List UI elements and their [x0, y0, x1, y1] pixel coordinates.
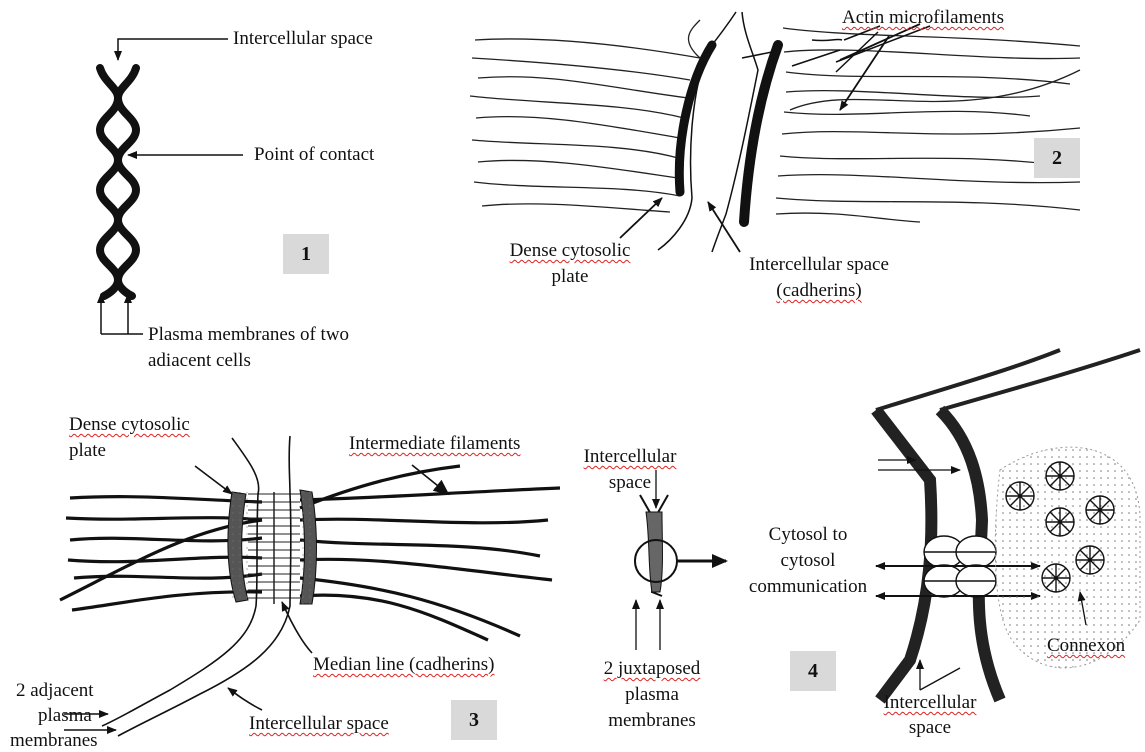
panel2-dense-plate-label-line2: plate [490, 266, 650, 288]
panel3-dense-plate-label-line2: plate [69, 440, 106, 462]
panel2-actin-text: Actin microfilaments [842, 7, 1004, 28]
panel4-intercellular-top-line1: Intercellular [575, 446, 685, 468]
panel3-adjacent-label-line2: plasma [38, 705, 92, 727]
panel3-dense-plate-text: Dense cytosolic [69, 414, 190, 435]
panel1-intercellular-space-label: Intercellular space [233, 28, 373, 50]
panel2-intercellular-label-line1: Intercellular space [724, 254, 914, 276]
panel2-adherens-junction [470, 12, 1080, 252]
panel3-membranes [102, 436, 291, 736]
panel4-intercellular-bottom-line1: Intercellular [870, 692, 990, 714]
panel2-actin-label: Actin microfilaments [842, 7, 1004, 29]
panel4-small-junction [635, 470, 726, 650]
panel4-juxtaposed-line1: 2 juxtaposed [582, 658, 722, 680]
panel3-cadherin-lines [248, 492, 300, 604]
panel3-desmosome [60, 436, 560, 736]
panel4-cytosol-line1: Cytosol to [738, 524, 878, 546]
panel4-intercellular-top-text: Intercellular [584, 446, 677, 467]
panel3-number-badge: 3 [451, 700, 497, 740]
panel4-juxtaposed-line2: plasma [582, 684, 722, 706]
panel3-dense-plate-label-line1: Dense cytosolic [69, 414, 190, 436]
panel4-number-badge: 4 [790, 651, 836, 691]
panel4-cytosol-line3: communication [738, 576, 878, 598]
panel3-intermediate-filaments-label: Intermediate filaments [349, 433, 520, 455]
panel2-number-badge: 2 [1034, 138, 1080, 178]
panel3-adjacent-label-line3: membranes [10, 730, 98, 752]
panel4-cytosol-line2: cytosol [738, 550, 878, 572]
panel3-intercellular-text: Intercellular space [249, 713, 389, 734]
panel4-intercellular-bottom-text: Intercellular [884, 692, 977, 713]
panel1-membranes [100, 68, 136, 296]
panel1-plasma-membranes-label-line1: Plasma membranes of two [148, 324, 349, 346]
panel3-median-text: Median line (cadherins) [313, 654, 494, 675]
panel4-juxtaposed-line3: membranes [582, 710, 722, 732]
panel1-plasma-membranes-label-line2: adiacent cells [148, 350, 251, 372]
panel2-dense-plates [679, 45, 778, 222]
panel3-intercellular-space-label: Intercellular space [249, 713, 389, 735]
panel2-dense-plate-label-line1: Dense cytosolic [490, 240, 650, 262]
panel3-intermediate-text: Intermediate filaments [349, 433, 520, 454]
panel4-intercellular-top-line2: space [575, 472, 685, 494]
panel2-intercellular-label-line2: (cadherins) [724, 280, 914, 302]
panel3-median-line-label: Median line (cadherins) [313, 654, 494, 676]
panel1-tight-junction [100, 39, 243, 334]
panel1-point-of-contact-label: Point of contact [254, 144, 374, 166]
panel4-connexon-label: Connexon [1047, 635, 1125, 657]
panel2-cadherins-text: (cadherins) [776, 280, 861, 301]
panel2-dense-plate-text: Dense cytosolic [510, 240, 631, 261]
panel3-dense-plates [228, 490, 317, 604]
panel4-juxtaposed-text: 2 juxtaposed [604, 658, 701, 679]
panel3-adjacent-label-line1: 2 adjacent [16, 680, 94, 702]
panel4-connexon-text: Connexon [1047, 635, 1125, 656]
panel4-intercellular-bottom-line2: space [870, 717, 990, 739]
panel1-number-badge: 1 [283, 234, 329, 274]
